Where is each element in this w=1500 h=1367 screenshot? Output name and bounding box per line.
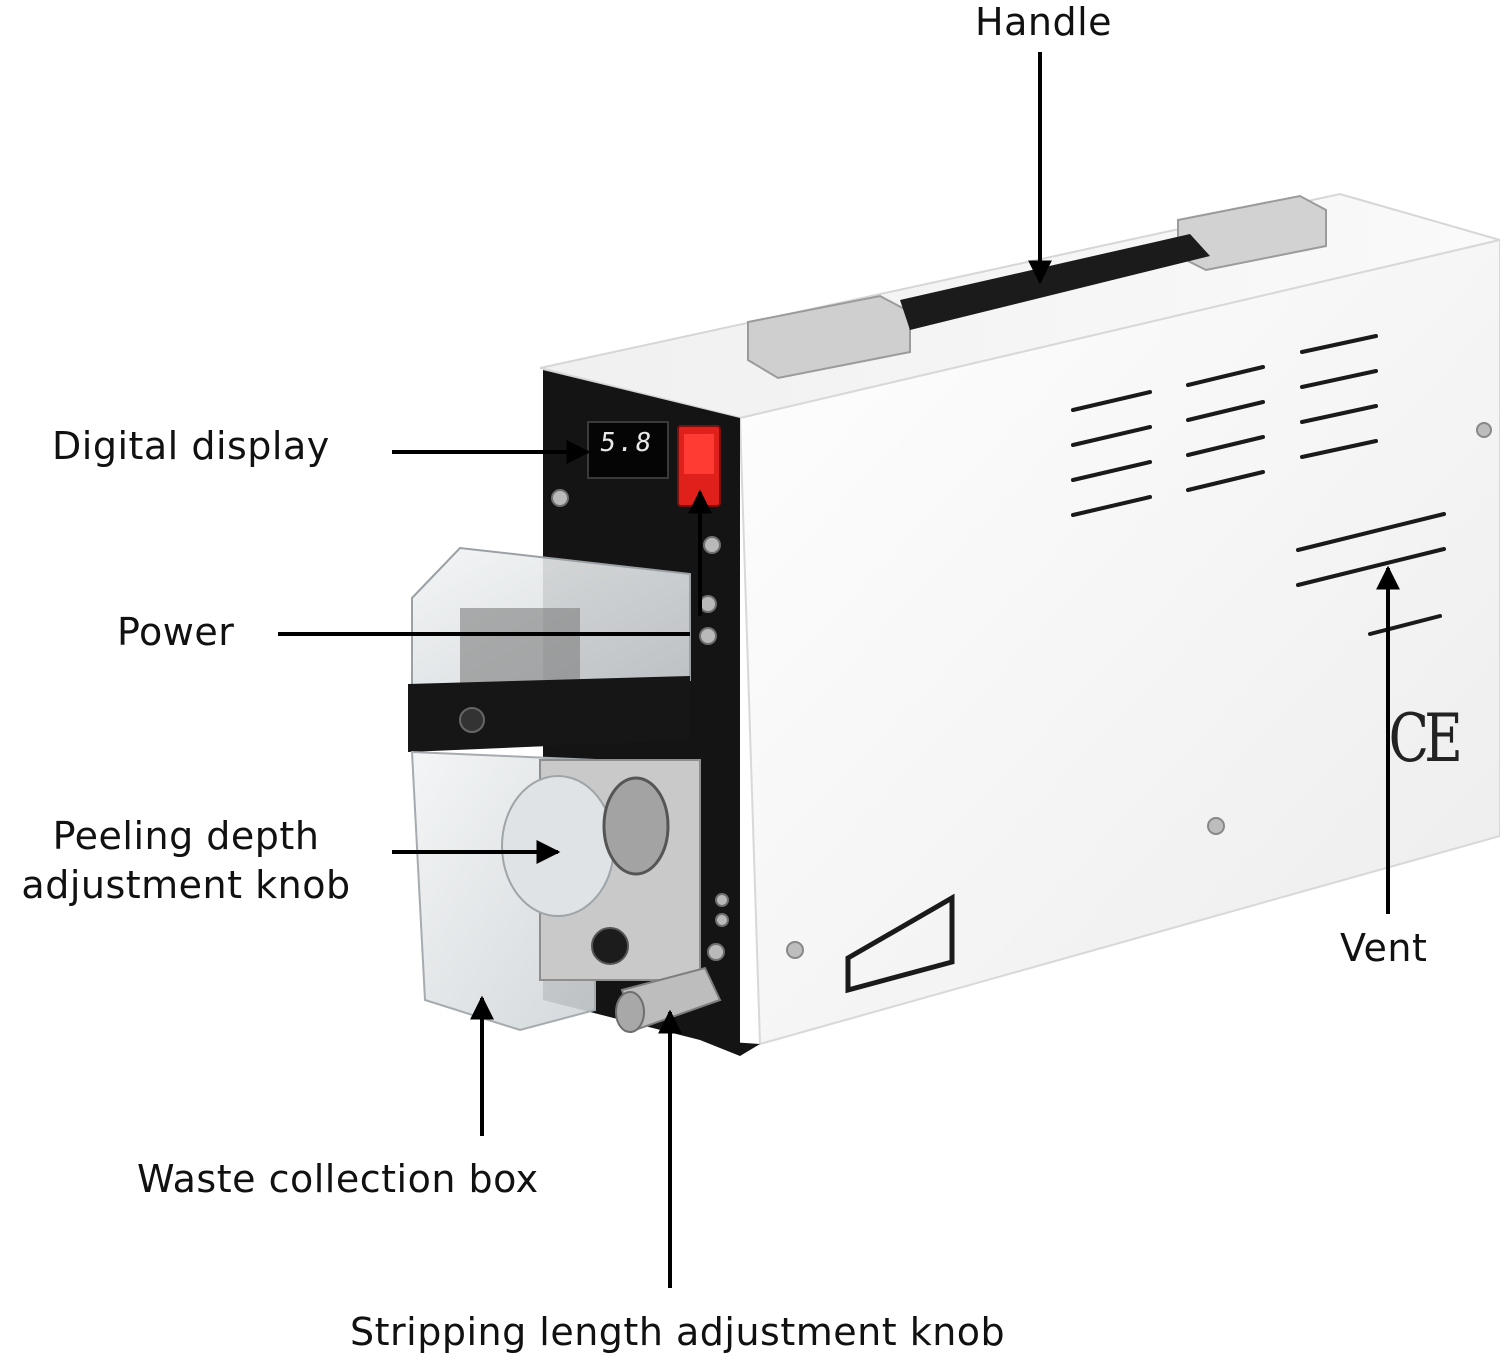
stripping-knob-end (615, 991, 645, 1033)
label-power: Power (117, 610, 235, 654)
peeling-depth-knob (501, 775, 615, 917)
label-digital-display: Digital display (52, 424, 330, 468)
clamp-band (408, 676, 690, 752)
digital-display-reading: 5.8 (597, 428, 656, 458)
vent-slots-upper (1071, 334, 1378, 517)
side-screw (1476, 422, 1492, 438)
label-handle: Handle (975, 0, 1113, 44)
spool (602, 776, 670, 876)
label-peeling-line1: Peeling depth (52, 814, 320, 858)
power-switch-rocker (684, 434, 714, 474)
handle-grip (900, 234, 1210, 330)
housing-side (738, 238, 1500, 1046)
label-waste-collection-box: Waste collection box (137, 1157, 539, 1201)
side-screw (1207, 817, 1225, 835)
cover-inner-block (460, 608, 580, 690)
housing-foot (700, 1040, 760, 1056)
handle-mount-left (747, 294, 911, 380)
side-grip-recess (845, 893, 955, 994)
ce-certification-mark: CE (1388, 700, 1463, 777)
label-stripping-length-knob: Stripping length adjustment knob (350, 1310, 1006, 1354)
label-vent: Vent (1340, 926, 1428, 970)
clamp-screw (459, 707, 485, 733)
side-screw (786, 941, 804, 959)
digital-display-screen (587, 421, 669, 479)
panel-screws (551, 489, 729, 961)
vent-slots-lower (1296, 512, 1446, 636)
lower-knob (591, 927, 629, 965)
label-peeling-depth-knob: Peeling depth adjustment knob (0, 812, 372, 911)
label-peeling-line2: adjustment knob (21, 863, 351, 908)
